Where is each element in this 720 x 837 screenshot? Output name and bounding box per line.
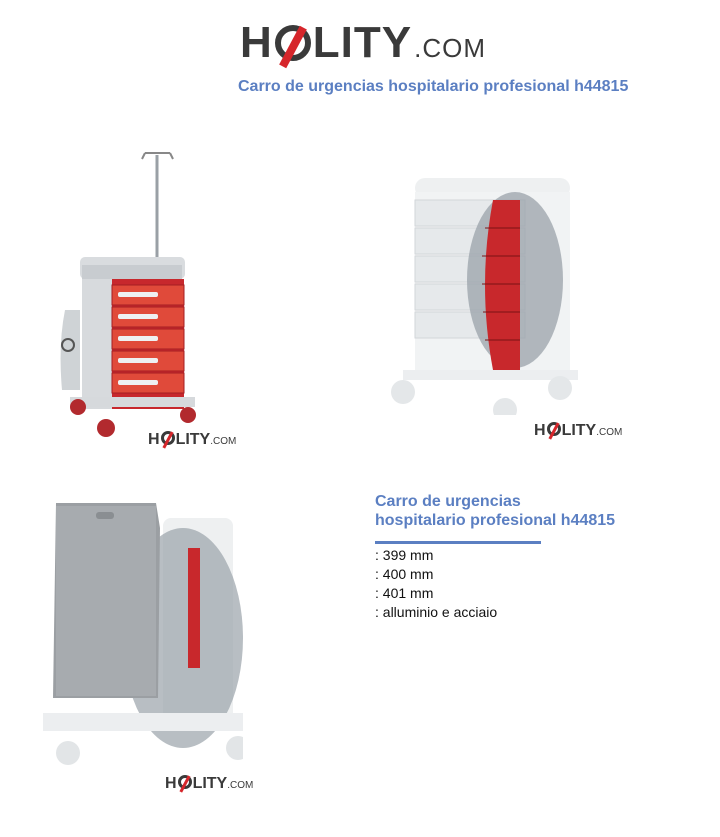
product-info-title: Carro de urgencias hospitalario profesio… bbox=[375, 492, 675, 530]
spec-item: : 401 mm bbox=[375, 585, 434, 601]
spec-item: : 400 mm bbox=[375, 566, 434, 582]
logo-o-icon bbox=[177, 775, 192, 793]
product-info-title-line2: hospitalario profesional h44815 bbox=[375, 512, 616, 529]
logo-text-h: H bbox=[148, 431, 160, 448]
logo-domain: .COM bbox=[210, 436, 237, 447]
logo-domain: .COM bbox=[414, 33, 486, 63]
logo-o-icon bbox=[274, 25, 311, 69]
logo-text-lity: LITY bbox=[192, 775, 228, 792]
spec-item: : 399 mm bbox=[375, 547, 434, 563]
product-image-drawer-detail bbox=[391, 178, 578, 415]
logo-domain: .COM bbox=[227, 780, 254, 791]
product-image-side-panel bbox=[43, 503, 243, 765]
logo-text-h: H bbox=[534, 422, 546, 439]
logo-o-icon bbox=[160, 431, 175, 449]
logo-domain: .COM bbox=[596, 427, 623, 438]
logo-text-h: H bbox=[165, 775, 177, 792]
logo-o-icon bbox=[546, 422, 561, 440]
logo-text-lity: LITY bbox=[175, 431, 211, 448]
product-info-title-line1: Carro de urgencias bbox=[375, 493, 521, 510]
holity-logo-small: H LITY .COM bbox=[534, 421, 622, 440]
logo-text-lity: LITY bbox=[561, 422, 597, 439]
divider bbox=[375, 541, 541, 544]
product-image-cart-front bbox=[60, 152, 196, 437]
holity-logo-small: H LITY .COM bbox=[165, 774, 253, 793]
page-title: Carro de urgencias hospitalario profesio… bbox=[238, 78, 629, 95]
logo-text-lity: LITY bbox=[312, 18, 413, 67]
logo-text-h: H bbox=[240, 18, 273, 67]
spec-list: : 399 mm : 400 mm : 401 mm : alluminio e… bbox=[375, 546, 497, 622]
holity-logo-small: H LITY .COM bbox=[148, 430, 236, 449]
holity-logo[interactable]: H LITY .COM bbox=[240, 18, 486, 69]
spec-item: : alluminio e acciaio bbox=[375, 604, 498, 620]
